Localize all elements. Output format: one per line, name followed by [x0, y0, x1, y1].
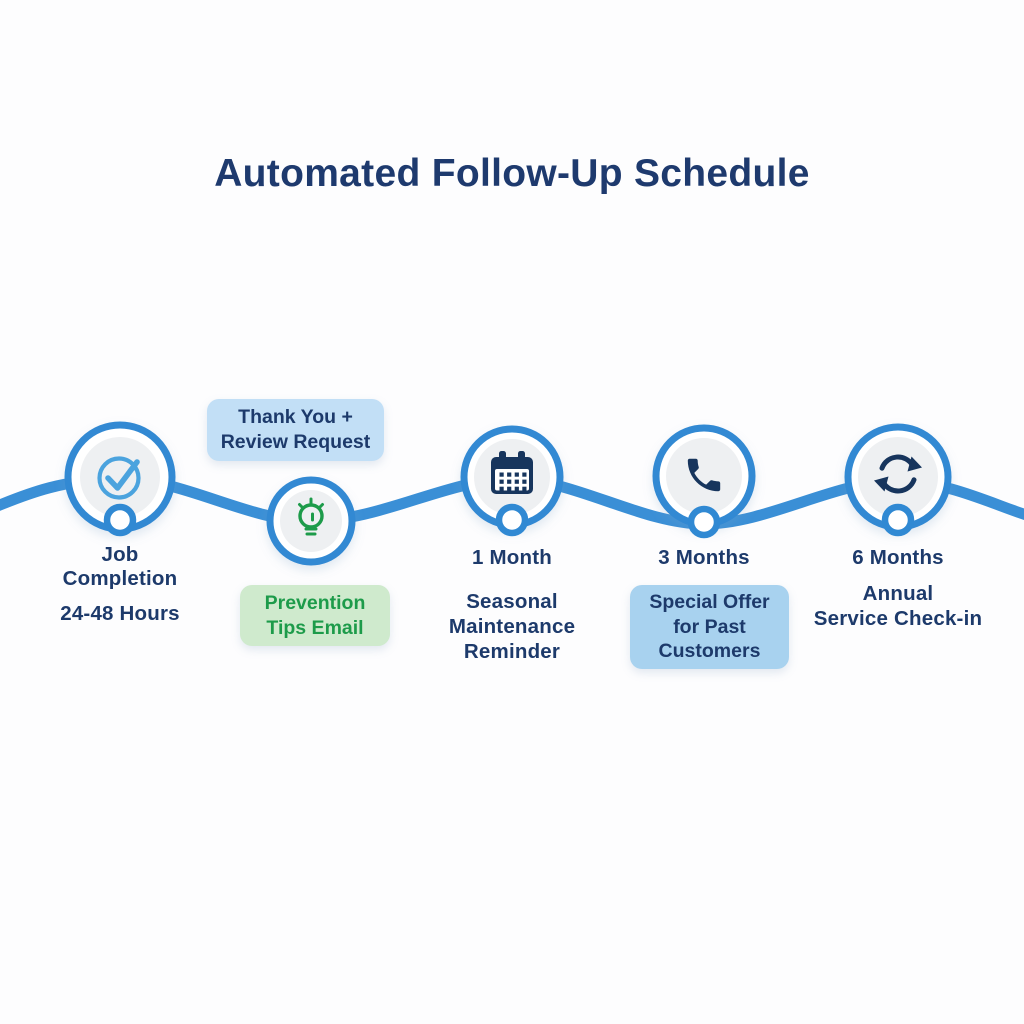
milestone-1-title: Job Completion [62, 543, 178, 590]
milestone-disc-4 [666, 438, 742, 514]
calendar-icon [491, 451, 533, 494]
milestone-5-title: 6 Months [852, 546, 944, 569]
lightbulb-icon [298, 497, 324, 536]
milestone-2-badge-above: Thank You + Review Request [207, 399, 384, 461]
node-dot-3 [495, 503, 529, 537]
milestone-4-badge-below: Special Offer for Past Customers [630, 585, 789, 669]
milestone-disc-5 [858, 437, 938, 517]
check-circle-icon [97, 456, 141, 500]
milestone-1-subtitle: 24-48 Hours [60, 602, 180, 625]
milestone-3-title: 1 Month [472, 546, 552, 569]
milestone-3-subtitle: Seasonal Maintenance Reminder [448, 590, 576, 663]
milestone-2-badge-below: Prevention Tips Email [240, 585, 390, 646]
node-dot-5 [881, 503, 915, 537]
milestone-5-subtitle: Annual Service Check-in [813, 582, 983, 630]
milestone-4-title: 3 Months [658, 546, 750, 569]
phone-icon [687, 458, 721, 492]
milestone-disc-2 [280, 490, 342, 552]
page-title: Automated Follow-Up Schedule [214, 152, 810, 195]
milestone-disc-1 [80, 437, 160, 517]
node-dot-1 [103, 503, 137, 537]
node-dot-4 [687, 505, 721, 539]
refresh-icon [874, 454, 922, 494]
